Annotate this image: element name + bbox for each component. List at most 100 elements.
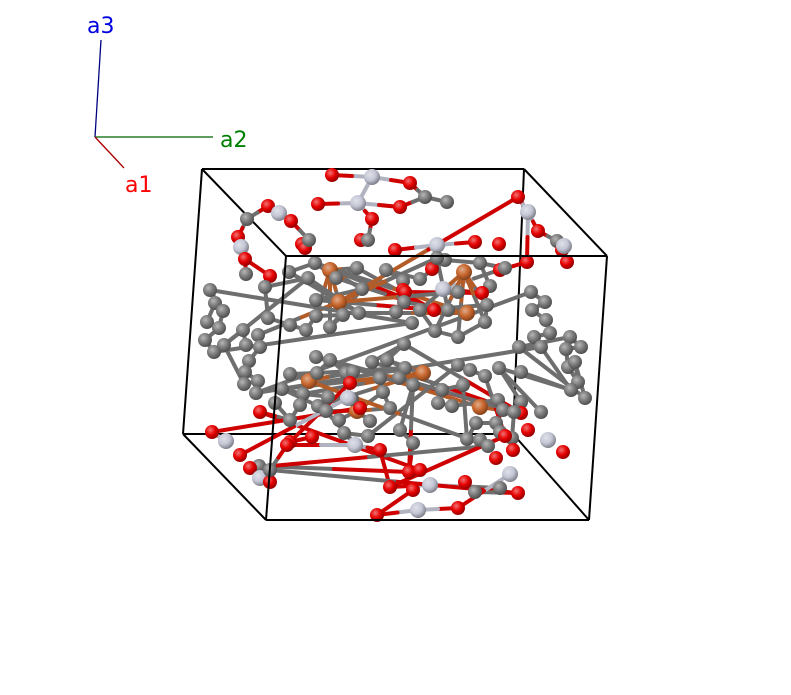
atom-o[interactable] xyxy=(383,480,397,494)
atom-c[interactable] xyxy=(309,350,323,364)
atom-c[interactable] xyxy=(249,386,263,400)
atom-c[interactable] xyxy=(217,338,231,352)
atom-o[interactable] xyxy=(520,255,534,269)
atom-o[interactable] xyxy=(511,190,525,204)
atom-c[interactable] xyxy=(236,323,250,337)
atom-c[interactable] xyxy=(346,365,360,379)
atom-si[interactable] xyxy=(502,466,518,482)
atom-c[interactable] xyxy=(321,390,335,404)
atom-o[interactable] xyxy=(406,483,420,497)
atom-c[interactable] xyxy=(440,195,454,209)
atom-c[interactable] xyxy=(456,378,470,392)
atom-si[interactable] xyxy=(218,433,234,449)
atom-c[interactable] xyxy=(207,345,221,359)
atom-c[interactable] xyxy=(469,416,483,430)
atom-o[interactable] xyxy=(427,303,441,317)
atom-fe[interactable] xyxy=(456,264,472,280)
atom-o[interactable] xyxy=(489,451,503,465)
atom-o[interactable] xyxy=(311,197,325,211)
atom-si[interactable] xyxy=(556,238,572,254)
atom-o[interactable] xyxy=(263,269,277,283)
atom-c[interactable] xyxy=(310,366,324,380)
atom-c[interactable] xyxy=(301,271,315,285)
atom-o[interactable] xyxy=(458,475,472,489)
atom-c[interactable] xyxy=(525,303,539,317)
atom-c[interactable] xyxy=(336,308,350,322)
atom-si[interactable] xyxy=(271,205,287,221)
atom-si[interactable] xyxy=(340,390,356,406)
atom-o[interactable] xyxy=(253,405,267,419)
atom-c[interactable] xyxy=(203,283,217,297)
atom-c[interactable] xyxy=(539,313,553,327)
atom-c[interactable] xyxy=(376,385,390,399)
atom-si[interactable] xyxy=(435,281,451,297)
atom-c[interactable] xyxy=(512,340,526,354)
atom-c[interactable] xyxy=(463,363,477,377)
atom-c[interactable] xyxy=(237,377,251,391)
atom-c[interactable] xyxy=(238,365,252,379)
atom-o[interactable] xyxy=(506,443,520,457)
atom-c[interactable] xyxy=(406,378,420,392)
atom-c[interactable] xyxy=(451,285,465,299)
atom-c[interactable] xyxy=(240,212,254,226)
atom-c[interactable] xyxy=(323,320,337,334)
atom-c[interactable] xyxy=(428,324,442,338)
atom-c[interactable] xyxy=(514,395,528,409)
atom-c[interactable] xyxy=(534,340,548,354)
atom-si[interactable] xyxy=(364,169,380,185)
atom-si[interactable] xyxy=(540,432,556,448)
atom-c[interactable] xyxy=(435,383,449,397)
atom-o[interactable] xyxy=(403,176,417,190)
atom-c[interactable] xyxy=(538,295,552,309)
atom-c[interactable] xyxy=(405,316,419,330)
atom-c[interactable] xyxy=(302,233,316,247)
atom-c[interactable] xyxy=(418,190,432,204)
atom-c[interactable] xyxy=(543,326,557,340)
atom-o[interactable] xyxy=(413,463,427,477)
atom-c[interactable] xyxy=(363,414,377,428)
atom-c[interactable] xyxy=(534,405,548,419)
atom-c[interactable] xyxy=(564,383,578,397)
atom-c[interactable] xyxy=(275,382,289,396)
atom-c[interactable] xyxy=(389,305,403,319)
atom-c[interactable] xyxy=(574,340,588,354)
atom-c[interactable] xyxy=(379,263,393,277)
atom-c[interactable] xyxy=(383,401,397,415)
atom-o[interactable] xyxy=(492,237,506,251)
atom-c[interactable] xyxy=(527,330,541,344)
atom-c[interactable] xyxy=(258,280,272,294)
atom-o[interactable] xyxy=(280,438,294,452)
atom-c[interactable] xyxy=(397,337,411,351)
atom-o[interactable] xyxy=(353,401,367,415)
atom-c[interactable] xyxy=(216,304,230,318)
atom-o[interactable] xyxy=(511,486,525,500)
atom-c[interactable] xyxy=(283,318,297,332)
atom-o[interactable] xyxy=(556,445,570,459)
atom-c[interactable] xyxy=(323,353,337,367)
atom-c[interactable] xyxy=(473,256,487,270)
atom-c[interactable] xyxy=(319,404,333,418)
atom-c[interactable] xyxy=(431,396,445,410)
atom-c[interactable] xyxy=(492,361,506,375)
atom-o[interactable] xyxy=(425,262,439,276)
atom-o[interactable] xyxy=(468,235,482,249)
atom-o[interactable] xyxy=(325,168,339,182)
atom-c[interactable] xyxy=(460,432,474,446)
atom-c[interactable] xyxy=(524,285,538,299)
atom-fe[interactable] xyxy=(459,305,475,321)
atom-c[interactable] xyxy=(365,355,379,369)
atom-o[interactable] xyxy=(475,286,489,300)
atom-c[interactable] xyxy=(559,342,573,356)
atom-o[interactable] xyxy=(263,475,277,489)
atom-c[interactable] xyxy=(397,295,411,309)
atom-c[interactable] xyxy=(514,365,528,379)
atom-c[interactable] xyxy=(251,374,265,388)
atom-si[interactable] xyxy=(350,195,366,211)
atom-o[interactable] xyxy=(531,224,545,238)
atom-c[interactable] xyxy=(445,399,459,413)
atom-c[interactable] xyxy=(392,371,406,385)
atom-c[interactable] xyxy=(251,328,265,342)
atom-si[interactable] xyxy=(422,477,438,493)
atom-fe[interactable] xyxy=(415,365,431,381)
